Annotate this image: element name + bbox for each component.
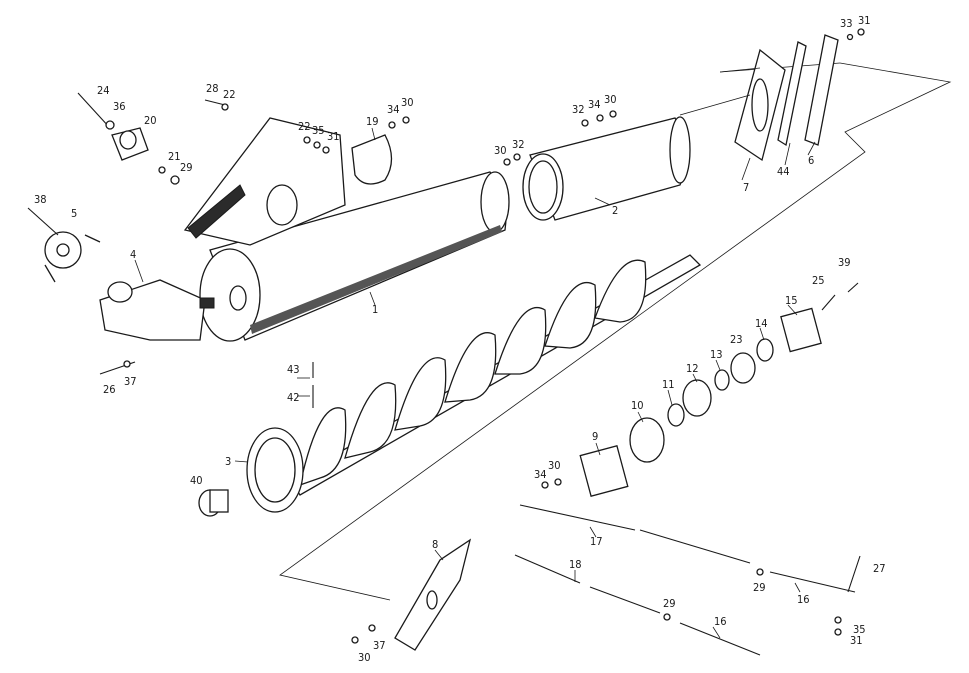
tie-rods — [514, 504, 856, 656]
label-37b: 37 — [373, 639, 386, 652]
label-35b: 35 — [853, 623, 866, 636]
label-22b: 22 — [298, 120, 311, 133]
label-19: 19 — [366, 115, 379, 128]
plug-part-40 — [198, 489, 229, 517]
label-30e: 30 — [358, 651, 371, 664]
label-31a: 31 — [858, 14, 871, 27]
label-35a: 35 — [312, 124, 325, 137]
bearing-part-12 — [682, 379, 712, 417]
label-36: 36 — [113, 100, 126, 113]
label-38: 38 — [34, 193, 47, 206]
label-25: 25 — [812, 274, 825, 287]
gasket-part-44 — [777, 41, 807, 147]
label-32b: 32 — [512, 138, 525, 151]
label-16b: 16 — [714, 615, 727, 628]
label-20: 20 — [144, 114, 157, 127]
bearing-ring-part-10 — [629, 417, 665, 463]
label-42: 42 — [287, 391, 300, 404]
bolt-part-24 — [77, 92, 111, 129]
bolt-part-25 — [821, 294, 836, 311]
sprocket-part-5 — [44, 231, 101, 283]
label-17: 17 — [590, 535, 603, 548]
label-34c: 34 — [534, 468, 547, 481]
label-23: 23 — [730, 333, 743, 346]
label-34b: 34 — [588, 98, 601, 111]
label-40: 40 — [190, 474, 203, 487]
auger-screw-part-3 — [246, 254, 702, 513]
end-plate-part-7 — [734, 48, 786, 162]
label-26: 26 — [103, 383, 116, 396]
part-number-labels: 1 2 3 4 5 6 7 8 9 10 11 12 13 14 15 16 1… — [34, 14, 886, 664]
cover-part-14 — [756, 338, 774, 362]
label-32a: 32 — [572, 103, 585, 116]
label-14: 14 — [755, 317, 768, 330]
label-39: 39 — [838, 256, 851, 269]
gearbox-part-4 — [99, 279, 215, 341]
label-12: 12 — [686, 362, 699, 375]
label-31b: 31 — [327, 130, 340, 143]
label-21: 21 — [168, 150, 181, 163]
label-30c: 30 — [604, 93, 617, 106]
cover-plate-part-19 — [351, 134, 393, 185]
washer-part-11 — [667, 403, 685, 427]
label-11: 11 — [662, 378, 675, 391]
fasteners — [105, 28, 865, 644]
label-43: 43 — [287, 363, 300, 376]
label-22a: 22 — [223, 88, 236, 101]
label-30b: 30 — [494, 144, 507, 157]
flange-part-9 — [579, 445, 629, 497]
bolt-part-39 — [847, 282, 859, 293]
flange-housing-part-15 — [780, 307, 822, 353]
end-plate-part-6 — [804, 34, 839, 146]
bearing-housing-part-20 — [111, 127, 149, 161]
label-15: 15 — [785, 294, 798, 307]
label-8: 8 — [432, 538, 438, 551]
auger-tube-part-1 — [183, 117, 510, 342]
bolt-part-38 — [27, 207, 59, 236]
label-44: 44 — [777, 165, 790, 178]
label-7: 7 — [743, 181, 749, 194]
label-37a: 37 — [124, 375, 137, 388]
bolt-part-27 — [847, 555, 861, 593]
bolt-part-28 — [204, 99, 226, 106]
bearing-cup-part-23 — [730, 352, 756, 384]
label-16a: 16 — [797, 593, 810, 606]
label-30d: 30 — [548, 459, 561, 472]
label-10: 10 — [631, 399, 644, 412]
label-13: 13 — [710, 348, 723, 361]
label-9: 9 — [592, 430, 598, 443]
leader-lines — [134, 127, 816, 639]
label-24: 24 — [97, 84, 110, 97]
label-29b: 29 — [753, 581, 766, 594]
label-31c: 31 — [850, 634, 863, 647]
label-29c: 29 — [663, 597, 676, 610]
label-6: 6 — [808, 154, 814, 167]
label-3: 3 — [225, 455, 231, 468]
label-33: 33 — [840, 17, 853, 30]
label-34a: 34 — [387, 103, 400, 116]
label-18: 18 — [569, 558, 582, 571]
label-2: 2 — [612, 204, 618, 217]
tube-section-part-2 — [522, 116, 691, 221]
label-27: 27 — [873, 562, 886, 575]
seal-part-13 — [714, 369, 730, 391]
label-5: 5 — [71, 207, 77, 220]
label-30a: 30 — [401, 96, 414, 109]
label-29a: 29 — [180, 161, 193, 174]
label-1: 1 — [372, 303, 378, 316]
label-28: 28 — [206, 82, 219, 95]
label-4: 4 — [130, 248, 136, 261]
